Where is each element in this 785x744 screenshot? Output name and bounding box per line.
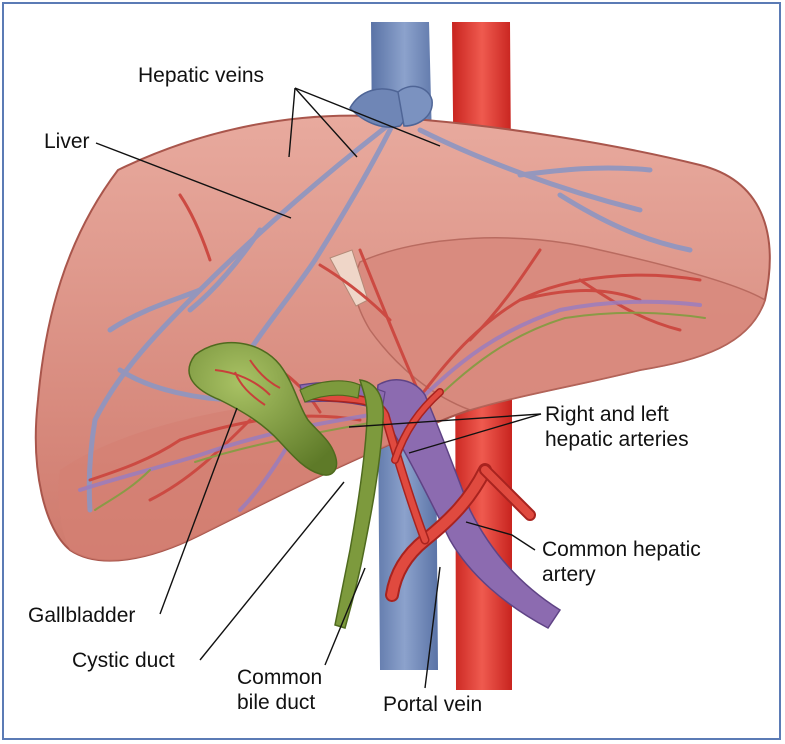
label-common-bile-line1: Common bbox=[237, 666, 323, 689]
common-hepatic-artery bbox=[305, 388, 536, 602]
label-right-left-hepatic-arteries: Right and left hepatic arteries bbox=[545, 402, 689, 452]
label-common-hepatic-line2: artery bbox=[542, 563, 596, 586]
cystic-duct-vessel bbox=[299, 380, 361, 403]
label-common-hepatic-artery: Common hepatic artery bbox=[542, 537, 701, 587]
label-hepatic-veins: Hepatic veins bbox=[138, 64, 265, 87]
gallbladder bbox=[188, 342, 338, 476]
label-common-hepatic-line1: Common hepatic bbox=[542, 538, 701, 561]
label-cystic-duct: Cystic duct bbox=[72, 649, 175, 672]
common-bile-duct-vessel bbox=[334, 379, 384, 629]
label-right-left-line2: hepatic arteries bbox=[545, 428, 689, 451]
label-portal-vein: Portal vein bbox=[383, 693, 483, 716]
label-common-bile-duct: Common bile duct bbox=[237, 665, 322, 715]
label-common-bile-line2: bile duct bbox=[237, 691, 316, 714]
gallbladder-vessels bbox=[214, 359, 281, 406]
label-right-left-line1: Right and left bbox=[545, 403, 669, 426]
label-gallbladder: Gallbladder bbox=[28, 604, 136, 627]
leader-lines bbox=[95, 87, 542, 689]
label-liver: Liver bbox=[44, 130, 90, 153]
hepatic-veins-trunks bbox=[349, 85, 433, 128]
